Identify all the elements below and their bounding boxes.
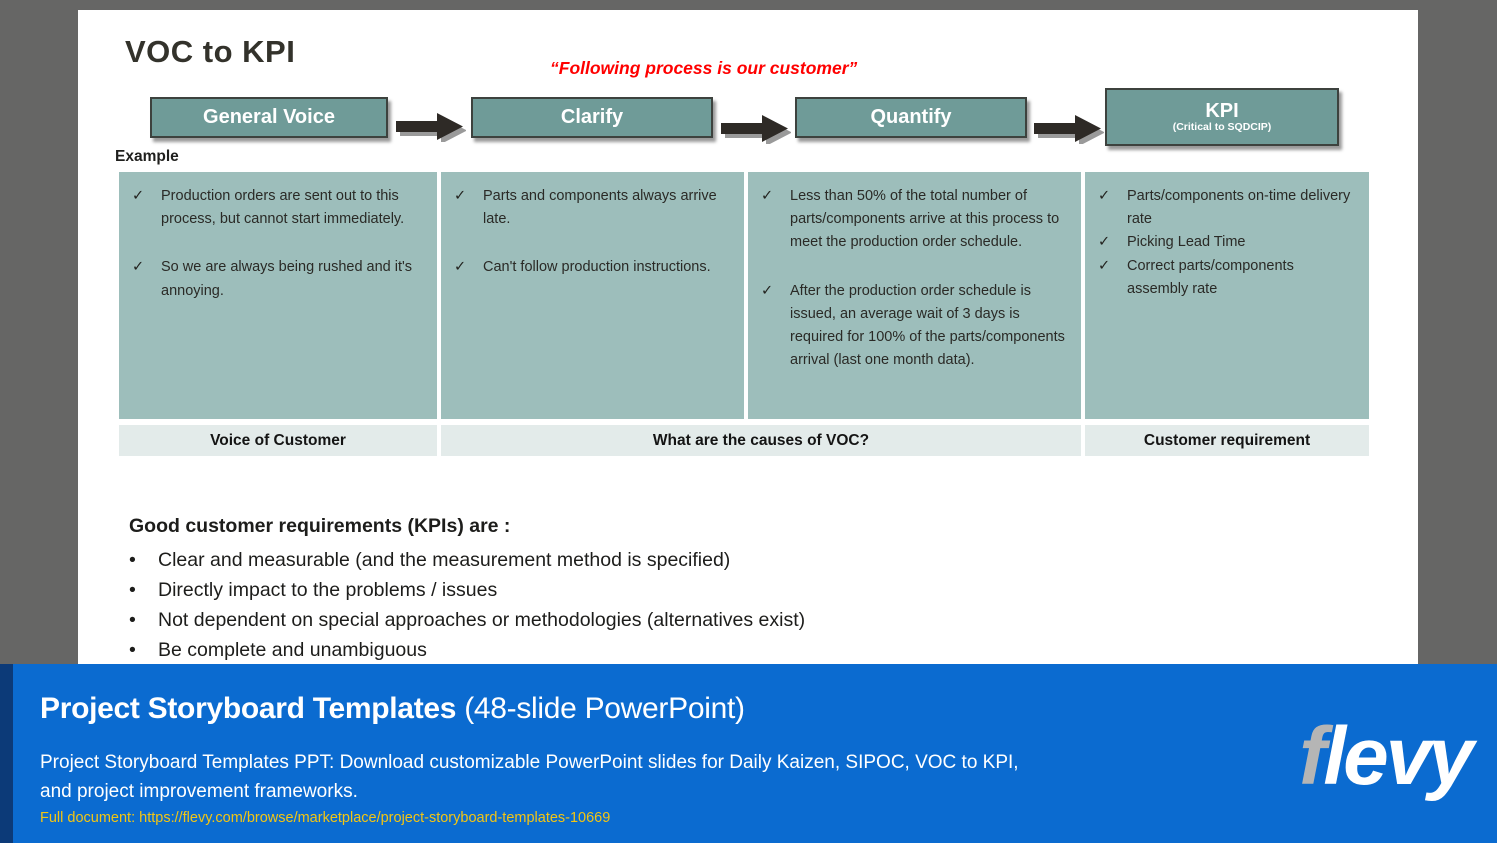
list-item: ✓ Picking Lead Time — [1098, 231, 1359, 254]
list-item: ✓ So we are always being rushed and it's… — [132, 256, 427, 302]
full-document-link[interactable]: Full document: https://flevy.com/browse/… — [40, 810, 611, 826]
process-step-label: KPI — [1205, 100, 1239, 123]
check-icon: ✓ — [1098, 234, 1111, 251]
list-item-text: Directly impact to the problems / issues — [158, 579, 498, 601]
table-footer-customer-requirement: Customer requirement — [1085, 425, 1369, 456]
process-step-general-voice: General Voice — [150, 97, 388, 138]
banner-description-line2: and project improvement frameworks. — [40, 781, 358, 802]
list-item: • Directly impact to the problems / issu… — [129, 575, 805, 605]
banner-title-bold: Project Storyboard Templates — [40, 692, 457, 725]
table-cell-quantify: ✓ Less than 50% of the total number of p… — [748, 172, 1081, 419]
process-step-clarify: Clarify — [471, 97, 713, 138]
list-item-text: Clear and measurable (and the measuremen… — [158, 549, 731, 571]
list-item: ✓ Production orders are sent out to this… — [132, 185, 427, 231]
list-item: ✓ After the production order schedule is… — [761, 280, 1071, 373]
banner-accent-strip — [0, 664, 13, 843]
list-item-text: Be complete and unambiguous — [158, 639, 427, 661]
banner-title-rest: (48-slide PowerPoint) — [456, 692, 745, 725]
arrow-right-icon — [396, 113, 466, 142]
flevy-logo-levy: levy — [1323, 711, 1474, 802]
list-item-text: After the production order schedule is i… — [790, 282, 1065, 369]
kpi-note-section: Good customer requirements (KPIs) are : … — [129, 515, 805, 665]
process-step-label: Clarify — [560, 106, 624, 128]
list-item-text: Production orders are sent out to this p… — [161, 188, 405, 228]
list-item: • Not dependent on special approaches or… — [129, 605, 805, 635]
check-icon: ✓ — [761, 282, 774, 299]
process-step-label: Quantify — [870, 106, 952, 128]
kpi-note-title: Good customer requirements (KPIs) are : — [129, 515, 511, 537]
check-icon: ✓ — [1098, 188, 1111, 204]
flevy-logo-f: f — [1299, 711, 1326, 802]
bullet-icon: • — [129, 609, 136, 631]
table-cell-kpi: ✓ Parts/components on-time delivery rate… — [1085, 172, 1369, 419]
list-item-text: So we are always being rushed and it's a… — [161, 259, 413, 299]
process-step-sublabel: (Critical to SQDCIP) — [1172, 121, 1272, 134]
check-icon: ✓ — [132, 259, 145, 276]
banner-description-line1: Project Storyboard Templates PPT: Downlo… — [40, 752, 1019, 773]
bullet-icon: • — [129, 549, 136, 571]
slide: VOC to KPI “Following process is our cus… — [78, 10, 1418, 664]
table-footer-causes-of-voc: What are the causes of VOC? — [441, 425, 1081, 456]
check-icon: ✓ — [761, 188, 774, 204]
list-item: ✓ Parts and components always arrive lat… — [454, 185, 734, 231]
arrow-right-icon — [1034, 115, 1104, 144]
list-item: ✓ Can't follow production instructions. — [454, 256, 734, 279]
arrow-right-icon — [721, 115, 791, 144]
flevy-logo[interactable]: flevy — [1299, 716, 1474, 798]
voc-table: ✓ Production orders are sent out to this… — [119, 172, 1377, 456]
table-cell-general-voice: ✓ Production orders are sent out to this… — [119, 172, 437, 419]
list-item: ✓ Parts/components on-time delivery rate — [1098, 185, 1359, 231]
table-footer-voice-of-customer: Voice of Customer — [119, 425, 437, 456]
quote-text: “Following process is our customer” — [550, 58, 858, 78]
process-step-quantify: Quantify — [795, 97, 1027, 138]
check-icon: ✓ — [1098, 257, 1111, 274]
check-icon: ✓ — [454, 188, 467, 204]
check-icon: ✓ — [132, 188, 145, 204]
process-step-label: General Voice — [203, 106, 335, 128]
list-item-text: Can't follow production instructions. — [483, 259, 711, 276]
list-item: ✓ Correct parts/components assembly rate — [1098, 255, 1359, 301]
list-item-text: Parts/components on-time delivery rate — [1127, 188, 1351, 228]
list-item-text: Picking Lead Time — [1127, 234, 1246, 251]
banner-description: Project Storyboard Templates PPT: Downlo… — [40, 748, 1019, 806]
list-item: ✓ Less than 50% of the total number of p… — [761, 185, 1071, 255]
list-item-text: Correct parts/components assembly rate — [1127, 257, 1294, 297]
list-item-text: Less than 50% of the total number of par… — [790, 188, 1060, 251]
check-icon: ✓ — [454, 259, 467, 276]
list-item-text: Parts and components always arrive late. — [483, 188, 717, 228]
example-label: Example — [115, 148, 179, 165]
list-item-text: Not dependent on special approaches or m… — [158, 609, 806, 631]
page-title: VOC to KPI — [125, 34, 296, 69]
list-item: • Be complete and unambiguous — [129, 635, 805, 665]
list-item: • Clear and measurable (and the measurem… — [129, 545, 805, 575]
process-step-kpi: KPI (Critical to SQDCIP) — [1105, 88, 1339, 146]
promo-banner: Project Storyboard Templates (48-slide P… — [0, 664, 1497, 843]
bullet-icon: • — [129, 639, 136, 661]
banner-title: Project Storyboard Templates (48-slide P… — [40, 692, 745, 726]
bullet-icon: • — [129, 579, 136, 601]
table-cell-clarify: ✓ Parts and components always arrive lat… — [441, 172, 744, 419]
